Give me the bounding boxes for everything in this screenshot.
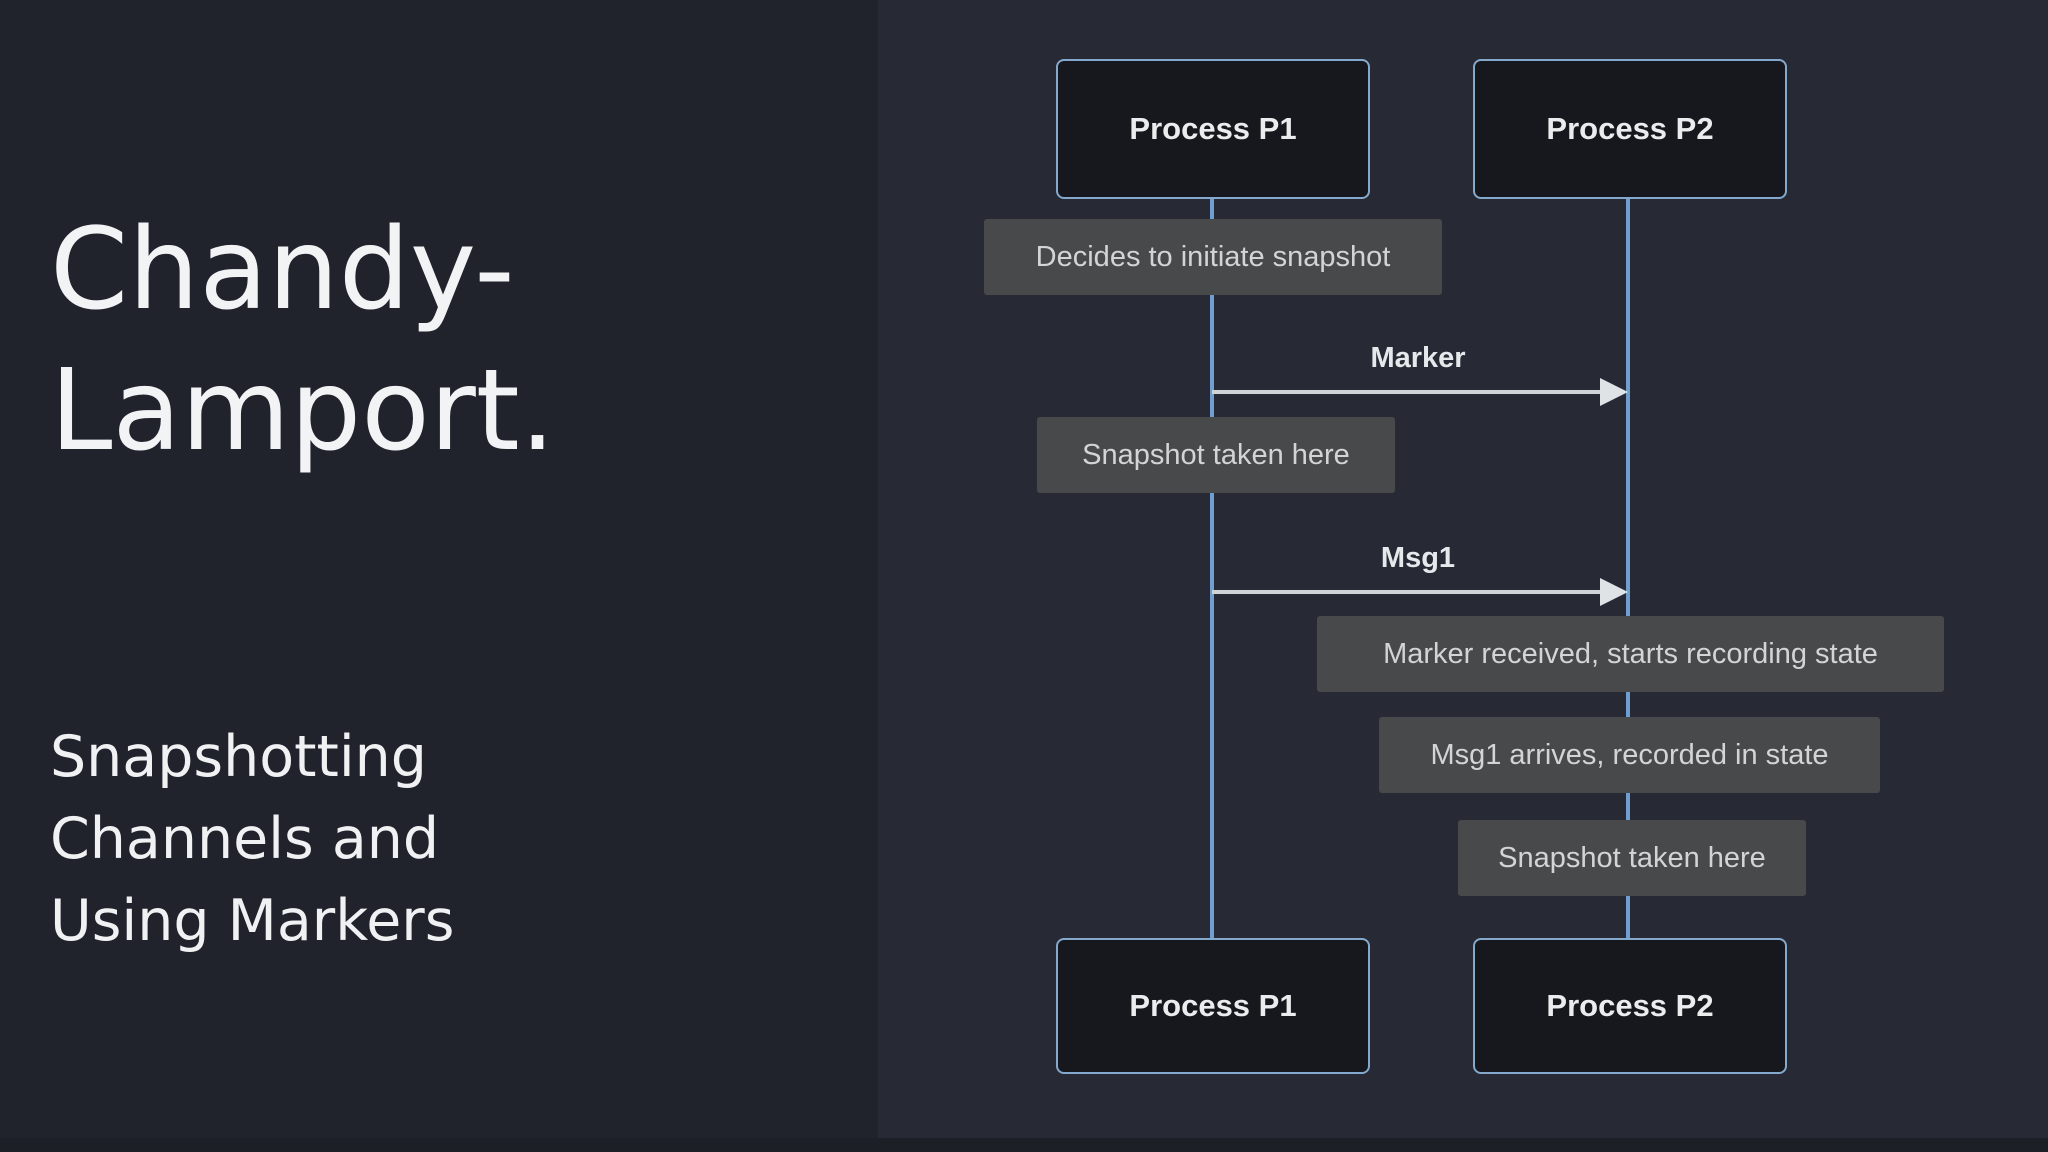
actor-label: Process P1: [1129, 988, 1297, 1023]
actor-box-top-p1: Process P1: [1056, 59, 1370, 199]
note-marker-received: Marker received, starts recording state: [1317, 616, 1944, 692]
note-text: Snapshot taken here: [1498, 841, 1766, 874]
message-arrow-marker: [1212, 390, 1602, 394]
subtitle-line-1: Snapshotting: [50, 724, 427, 790]
page-subtitle: Snapshotting Channels and Using Markers: [50, 716, 454, 962]
arrowhead-right-icon: [1600, 578, 1628, 606]
actor-box-top-p2: Process P2: [1473, 59, 1787, 199]
actor-box-bottom-p1: Process P1: [1056, 938, 1370, 1074]
bottom-letterbox-bar: [0, 1138, 2048, 1152]
message-arrow-msg1: [1212, 590, 1602, 594]
message-label-marker: Marker: [1370, 342, 1466, 374]
note-msg1-arrives: Msg1 arrives, recorded in state: [1379, 717, 1880, 793]
subtitle-line-2: Channels and: [50, 806, 440, 873]
lifeline-process-p1: [1210, 199, 1214, 938]
note-decides-initiate: Decides to initiate snapshot: [984, 219, 1442, 295]
left-panel: [0, 0, 878, 1152]
subtitle-line-3: Using Markers: [50, 888, 455, 955]
title-line-1: Chandy-: [50, 205, 515, 335]
note-snapshot-taken-p2: Snapshot taken here: [1458, 820, 1806, 896]
actor-label: Process P2: [1546, 988, 1714, 1023]
note-text: Marker received, starts recording state: [1383, 637, 1878, 670]
actor-box-bottom-p2: Process P2: [1473, 938, 1787, 1074]
arrowhead-right-icon: [1600, 378, 1628, 406]
lifeline-process-p2: [1626, 199, 1630, 938]
note-snapshot-taken-p1: Snapshot taken here: [1037, 417, 1395, 493]
note-text: Decides to initiate snapshot: [1035, 240, 1391, 273]
title-line-2: Lamport.: [50, 346, 556, 477]
note-text: Snapshot taken here: [1082, 438, 1350, 471]
message-label-msg1: Msg1: [1380, 542, 1456, 574]
actor-label: Process P1: [1129, 111, 1297, 146]
note-text: Msg1 arrives, recorded in state: [1430, 738, 1829, 771]
actor-label: Process P2: [1546, 111, 1714, 146]
page-title: Chandy- Lamport.: [50, 200, 555, 482]
